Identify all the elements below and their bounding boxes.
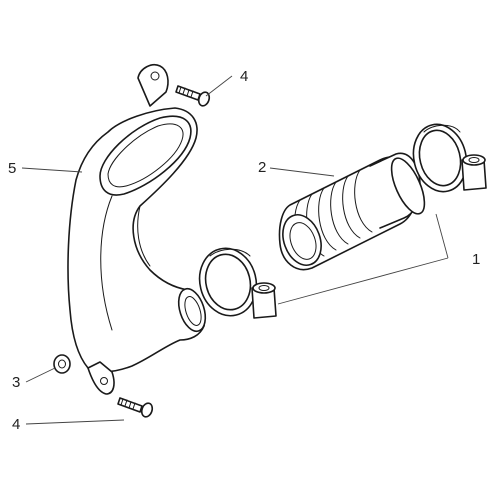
hose-clamp-left [198,247,277,319]
callout-2: 2 [258,159,266,176]
callout-4-bottom: 4 [12,416,20,433]
screw-top [175,85,211,107]
callout-3: 3 [12,374,20,391]
callout-5: 5 [8,160,16,177]
callout-1: 1 [472,251,480,268]
intake-duct [67,63,207,395]
leader-lines [21,75,449,425]
rubber-sleeve [278,152,426,271]
screw-bottom [117,397,154,418]
hose-clamp-right [412,123,487,193]
nut [53,354,71,374]
callout-4-top: 4 [240,68,248,85]
